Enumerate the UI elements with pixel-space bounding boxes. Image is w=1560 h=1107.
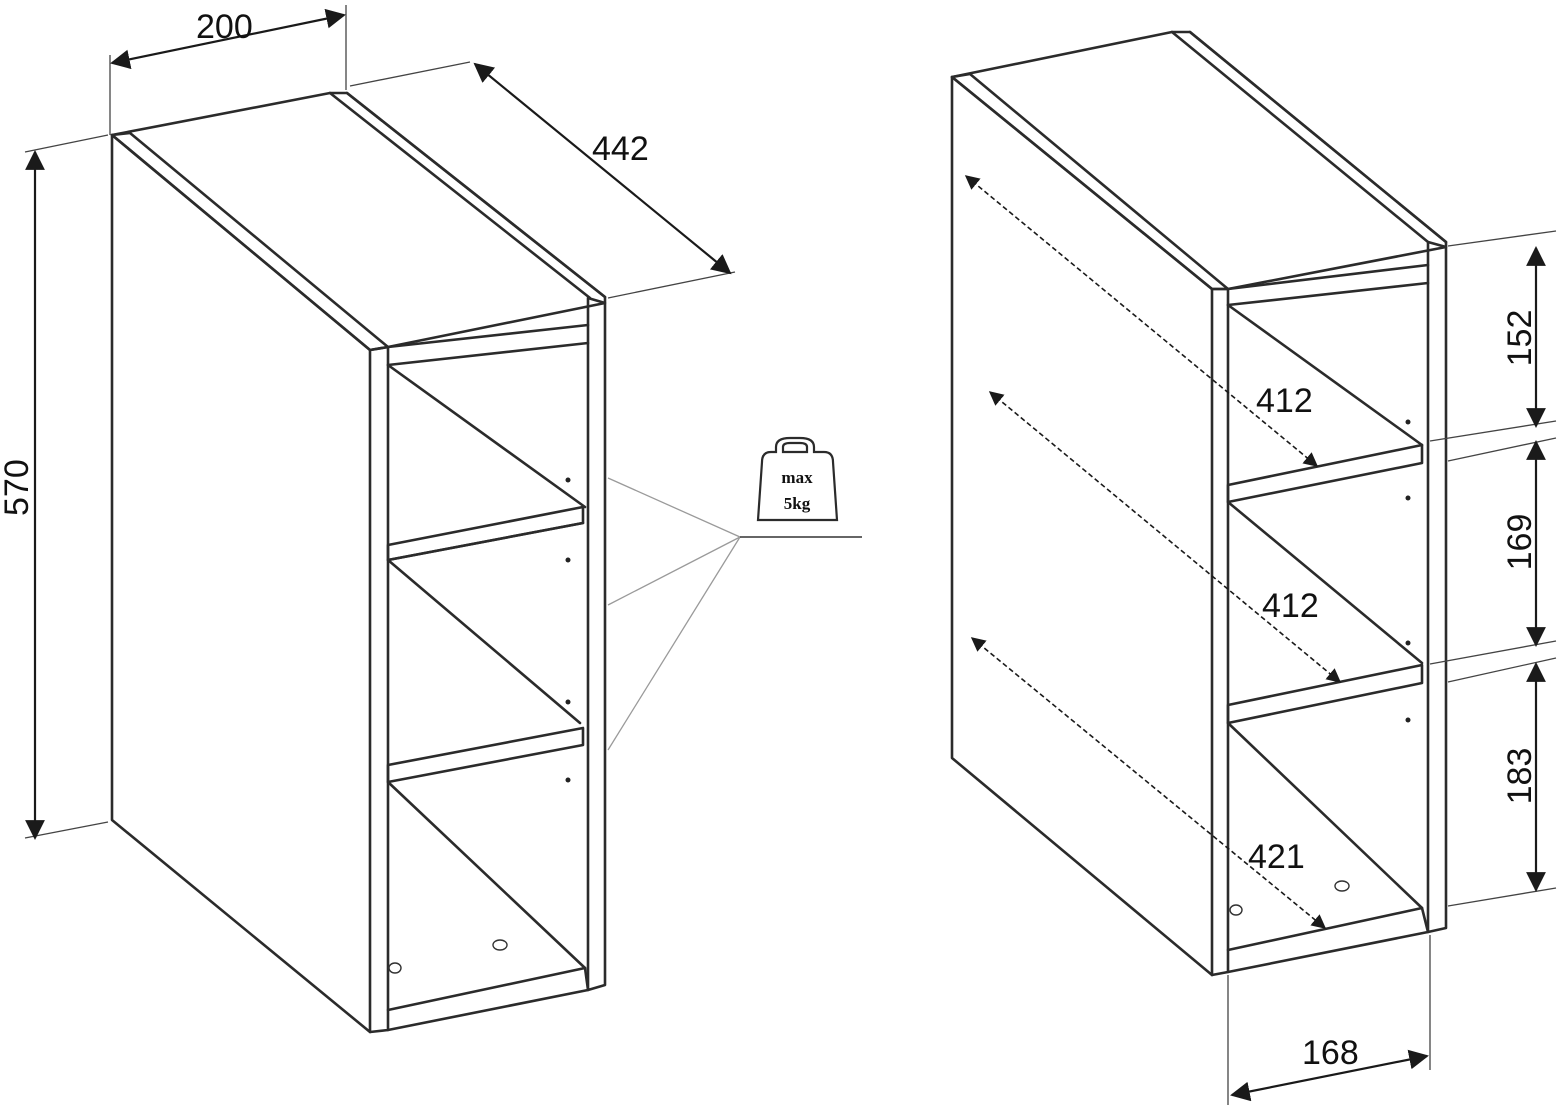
right-cabinet-bottom-panel — [1226, 906, 1430, 974]
compartment-bottom-label: 183 — [1501, 748, 1539, 805]
left-cabinet-shelf-1 — [386, 505, 585, 562]
max-weight-badge: max 5kg — [607, 436, 862, 751]
inner-width-line — [1230, 1049, 1429, 1102]
left-cabinet-shelf-2 — [386, 726, 585, 784]
right-cabinet-right-panel — [1426, 240, 1448, 934]
shelf-depth-top-line — [964, 175, 1319, 467]
compartment-top-label: 152 — [1501, 310, 1539, 367]
depth-dimension-line — [473, 62, 732, 275]
right-cabinet — [950, 30, 1448, 977]
left-dimensions: 200 442 570 — [0, 5, 736, 840]
weight-line1: max — [781, 468, 813, 487]
right-cabinet-shelf-2 — [1226, 663, 1424, 725]
shelf-depth-mid-label: 412 — [1262, 587, 1319, 625]
left-cabinet-bottom-panel — [386, 966, 590, 1032]
width-label: 200 — [196, 8, 253, 46]
compartment-mid-label: 169 — [1501, 514, 1539, 571]
width-dimension-line — [110, 8, 346, 70]
weight-line2: 5kg — [784, 494, 811, 513]
left-cabinet-side-panel — [110, 133, 372, 1034]
right-cabinet-top-panel — [950, 30, 1448, 291]
weight-icon — [756, 436, 839, 522]
right-dimensions: 412 412 421 152 169 183 168 — [964, 175, 1557, 1105]
right-cabinet-shelf-1 — [1226, 443, 1424, 504]
left-cabinet-top-panel — [110, 91, 607, 352]
depth-label: 442 — [592, 130, 649, 168]
shelf-depth-bottom-label: 421 — [1248, 838, 1305, 876]
left-cabinet-right-panel — [586, 296, 607, 992]
shelf-depth-mid-line — [988, 391, 1342, 683]
left-cabinet — [110, 91, 607, 1034]
right-cabinet-side-panel — [950, 75, 1214, 977]
shelf-depth-top-label: 412 — [1256, 382, 1313, 420]
height-label: 570 — [0, 459, 36, 516]
inner-width-label: 168 — [1302, 1034, 1359, 1072]
shelf-depth-bottom-line — [970, 637, 1327, 929]
